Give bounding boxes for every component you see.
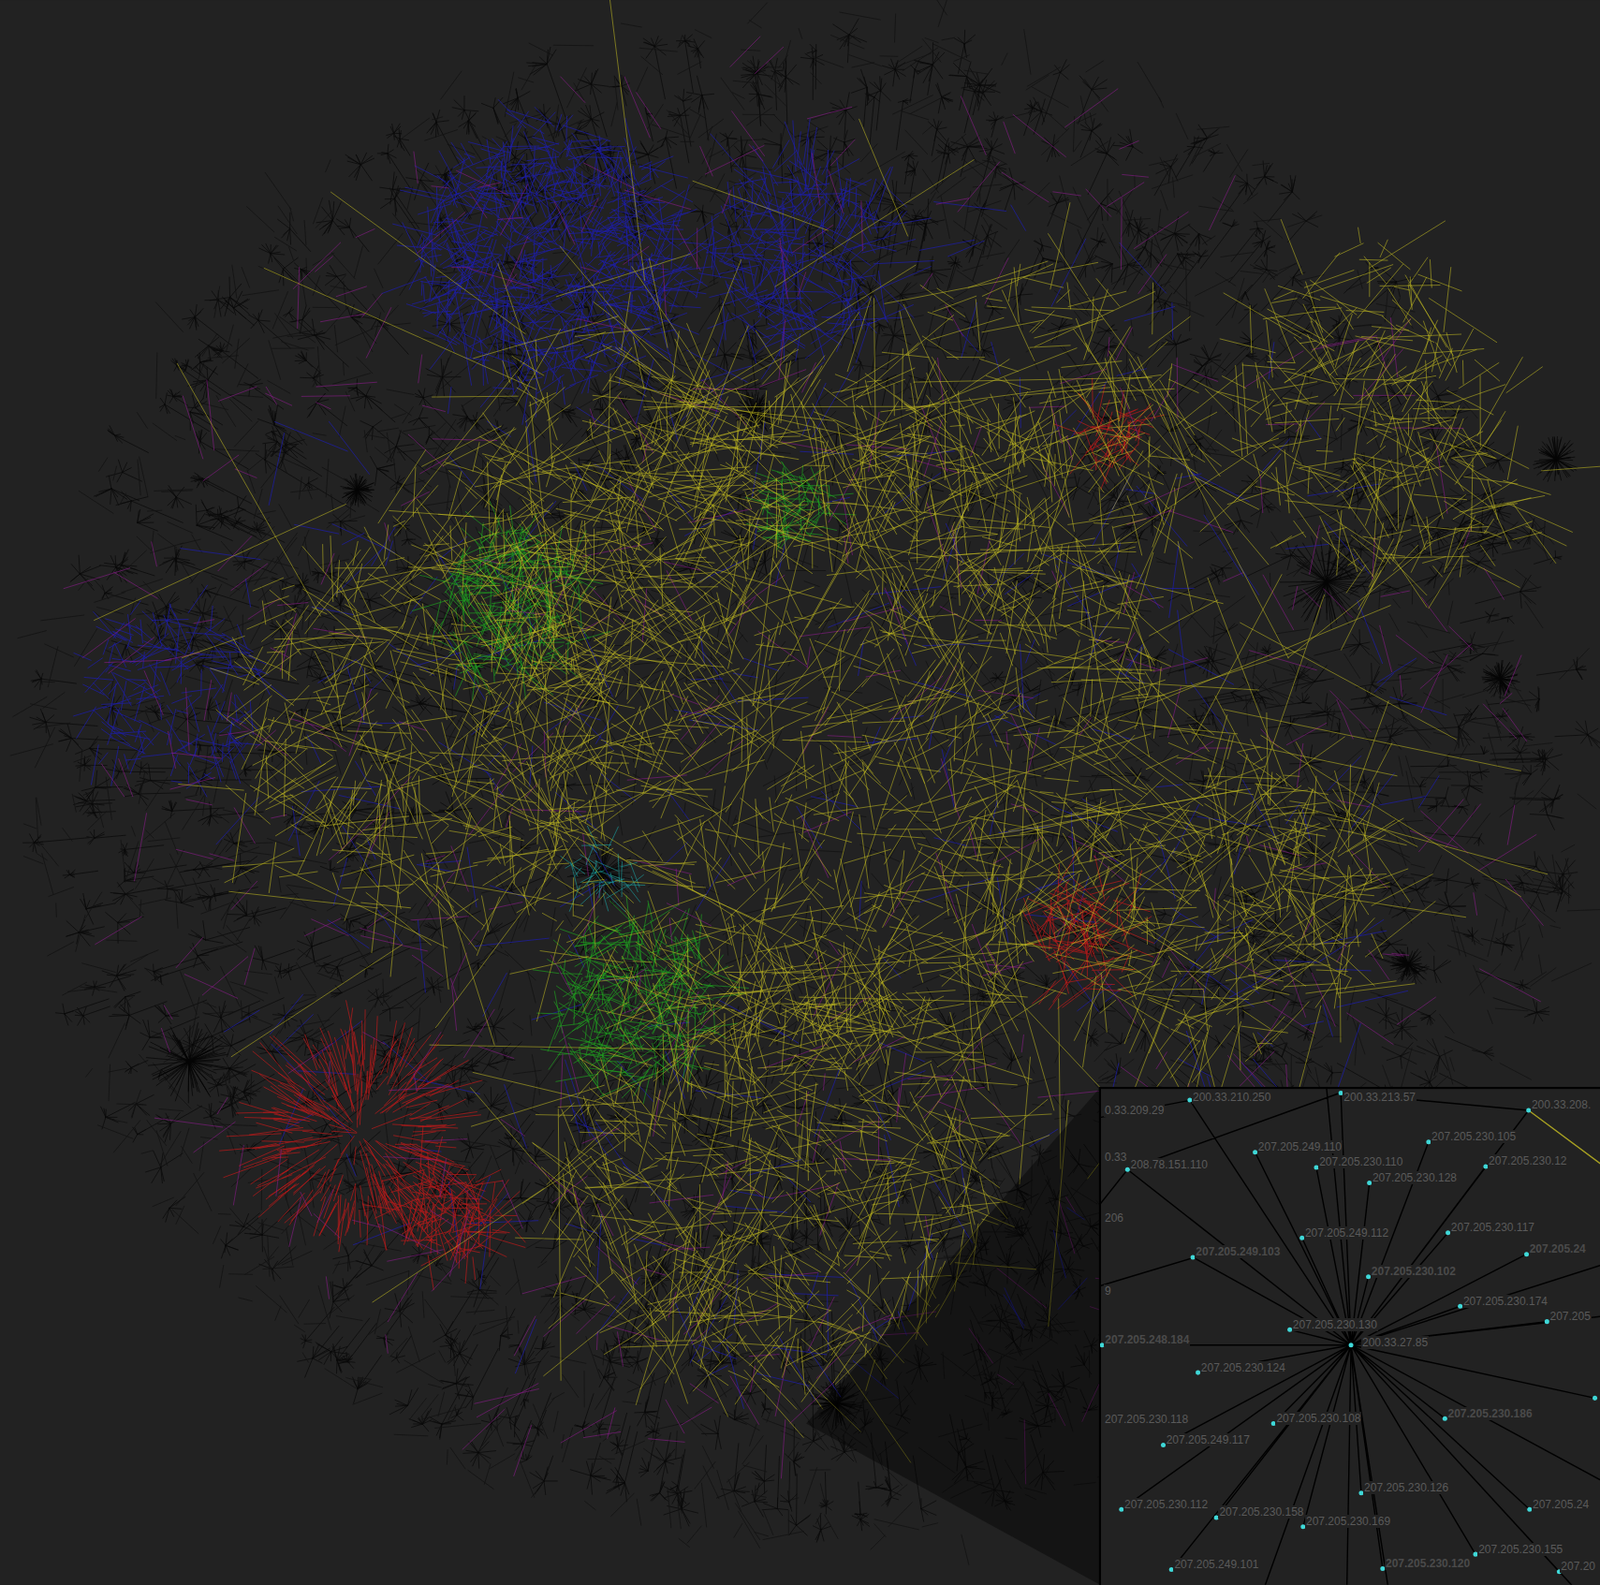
ip-address-label: 207.205.230.126 bbox=[1363, 1481, 1450, 1495]
ip-address-label: 207.205.230.112 bbox=[1123, 1497, 1209, 1512]
ip-address-label: 207.205.230.102 bbox=[1370, 1264, 1457, 1278]
ip-address-label: 207.205.230.186 bbox=[1447, 1407, 1534, 1421]
ip-address-label: 207.205.248.184 bbox=[1103, 1333, 1190, 1347]
ip-address-label: 207.205.230.12 bbox=[1487, 1154, 1568, 1168]
ip-address-label: 207.205.230.120 bbox=[1384, 1556, 1471, 1571]
ip-address-label: 207.205.230.108 bbox=[1275, 1411, 1362, 1425]
ip-address-label: 9 bbox=[1103, 1284, 1113, 1298]
inset-link bbox=[1100, 1087, 1600, 1585]
ip-address-label: 207.205.230.158 bbox=[1218, 1505, 1305, 1519]
ip-address-label: 207.205.230.110 bbox=[1318, 1155, 1404, 1169]
ip-address-label: 200.33.210.250 bbox=[1191, 1090, 1272, 1104]
ip-address-label: 207.205.230.128 bbox=[1371, 1171, 1458, 1185]
ip-address-label: 207.205.230.169 bbox=[1305, 1514, 1392, 1528]
ip-address-label: 200.33.208. bbox=[1530, 1098, 1592, 1112]
network-graph bbox=[10, 0, 1600, 1565]
ip-address-label: 207.205.24 bbox=[1531, 1497, 1590, 1512]
ip-address-label: 200.33.213.57 bbox=[1342, 1090, 1417, 1104]
ip-address-label: 207.205.230.174 bbox=[1462, 1294, 1549, 1308]
ip-address-label: 206 bbox=[1103, 1211, 1125, 1225]
ip-address-label: 207.205.230.155 bbox=[1477, 1542, 1564, 1556]
ip-address-label: 0.33 bbox=[1103, 1150, 1128, 1164]
ip-address-label: 207.20 bbox=[1559, 1559, 1597, 1573]
ip-address-label: 207.205.230.105 bbox=[1430, 1130, 1517, 1144]
inset-frame bbox=[1100, 1087, 1600, 1585]
host-dot bbox=[1349, 1342, 1354, 1348]
ip-address-label: 207.205.249.117 bbox=[1165, 1433, 1251, 1447]
ip-address-label: 207.205 bbox=[1549, 1309, 1592, 1323]
ip-address-label: 207.205.230.117 bbox=[1450, 1220, 1536, 1234]
ip-address-label: 207.205.249.110 bbox=[1257, 1140, 1343, 1154]
ip-address-label: 207.205.230.124 bbox=[1200, 1361, 1287, 1375]
ip-address-label: 207.205.24 bbox=[1528, 1242, 1587, 1256]
ip-address-label: 207.205.249.103 bbox=[1194, 1245, 1281, 1259]
inset-label-layer: 0.33.209.29 200.33.210.250 200.33.213.57 20… bbox=[1100, 1087, 1600, 1585]
ip-address-label: 207.205.230.130 bbox=[1291, 1318, 1379, 1332]
ip-address-label: 0.33.209.29 bbox=[1103, 1103, 1165, 1117]
ip-address-label: 207.205.249.101 bbox=[1173, 1557, 1260, 1571]
host-dot bbox=[1592, 1395, 1598, 1401]
zoom-wedge bbox=[806, 1087, 1101, 1585]
router-link bbox=[10, 0, 1600, 1565]
ip-address-label: 207.205.230.118 bbox=[1103, 1412, 1189, 1426]
ip-address-label: 200.33.27.85 bbox=[1361, 1335, 1429, 1350]
ip-address-label: 207.205.249.112 bbox=[1304, 1226, 1390, 1240]
inset-graph bbox=[1100, 1087, 1600, 1585]
ip-address-label: 208.78.151.110 bbox=[1130, 1158, 1210, 1172]
